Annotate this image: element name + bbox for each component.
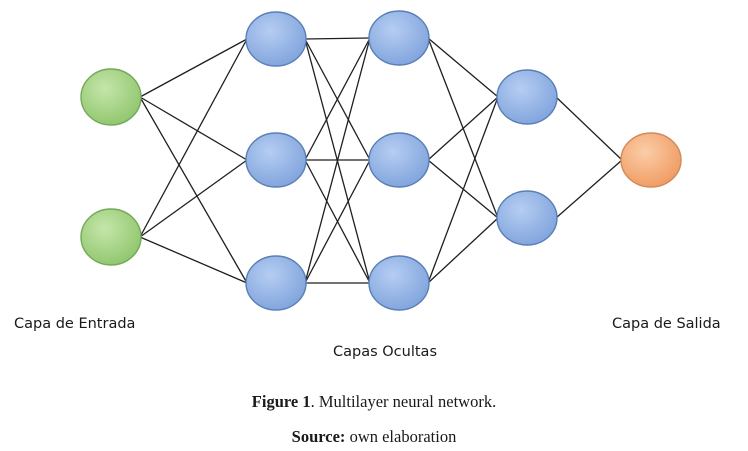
connection-input-0-to-hidden-1-2	[139, 96, 248, 284]
connections	[139, 37, 623, 284]
connection-input-1-to-hidden-1-2	[139, 236, 248, 284]
figure-caption: Figure 1. Multilayer neural network.	[0, 392, 748, 412]
connection-hidden-3-1-to-output-0	[555, 159, 623, 219]
neuron-input-1	[80, 68, 142, 126]
connection-input-0-to-hidden-1-0	[139, 38, 248, 98]
connection-hidden-1-0-to-hidden-2-0	[304, 37, 371, 40]
neuron-hidden-2-3	[368, 255, 430, 311]
neuron-hidden-2-1	[368, 10, 430, 66]
neuron-hidden-1-3	[245, 255, 307, 311]
source-caption: Source: own elaboration	[0, 427, 748, 447]
output-layer-label: Capa de Salida	[612, 316, 721, 332]
source-text: own elaboration	[345, 427, 457, 446]
connection-input-1-to-hidden-1-0	[139, 38, 248, 238]
connection-hidden-2-1-to-hidden-3-0	[427, 96, 499, 161]
neuron-hidden-2-2	[368, 132, 430, 188]
neuron-hidden-1-1	[245, 11, 307, 67]
connection-input-0-to-hidden-1-1	[139, 96, 248, 161]
connection-hidden-2-2-to-hidden-3-0	[427, 96, 499, 284]
connection-hidden-1-2-to-hidden-2-1	[304, 159, 371, 284]
neuron-input-2	[80, 208, 142, 266]
figure-number: Figure 1	[251, 392, 311, 411]
figure-title: . Multilayer neural network.	[310, 392, 497, 411]
neuron-output-1	[620, 132, 682, 188]
neuron-hidden-3-1	[496, 69, 558, 125]
neuron-hidden-1-2	[245, 132, 307, 188]
connection-hidden-1-1-to-hidden-2-0	[304, 37, 371, 161]
connection-hidden-2-2-to-hidden-3-1	[427, 217, 499, 284]
hidden-layers-label: Capas Ocultas	[333, 344, 437, 360]
neuron-hidden-3-2	[496, 190, 558, 246]
neurons	[80, 10, 682, 311]
connection-hidden-2-0-to-hidden-3-0	[427, 37, 499, 98]
input-layer-label: Capa de Entrada	[14, 316, 136, 332]
connection-hidden-3-0-to-output-0	[555, 96, 623, 161]
connection-input-1-to-hidden-1-1	[139, 159, 248, 238]
source-prefix: Source:	[291, 427, 346, 446]
connection-hidden-1-2-to-hidden-2-0	[304, 37, 371, 284]
